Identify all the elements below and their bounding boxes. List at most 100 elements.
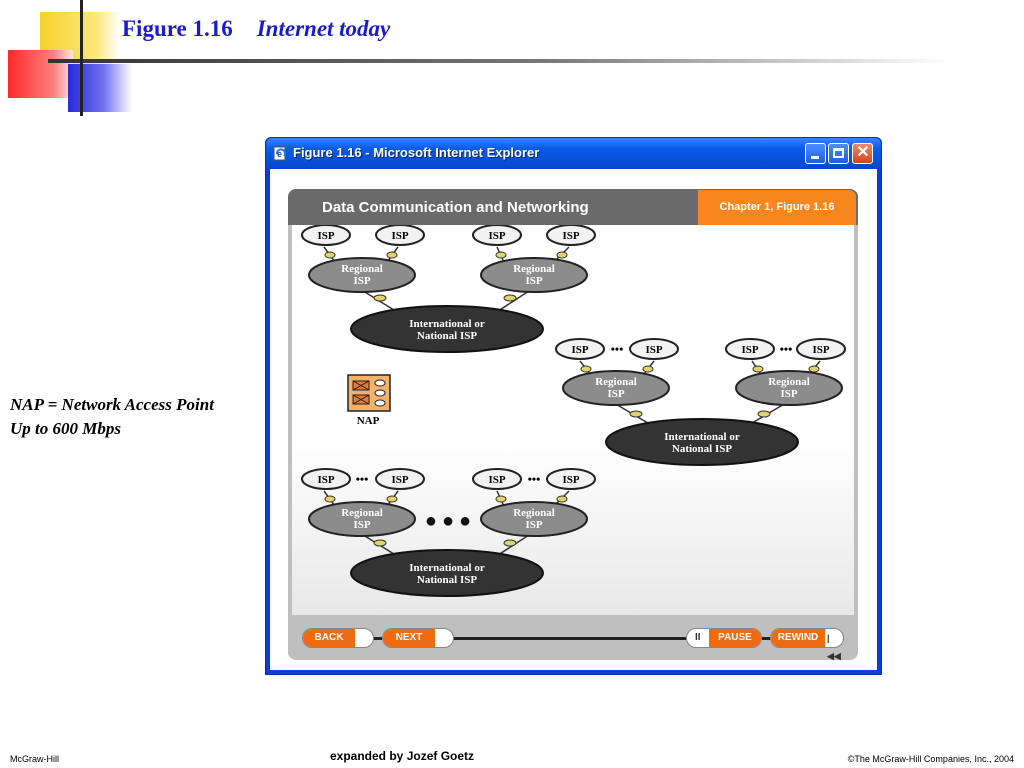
national-label-2: National ISP — [417, 330, 477, 342]
isp-node: ISP — [546, 225, 596, 246]
rewind-button[interactable]: REWIND |◀◀ — [770, 628, 844, 661]
pause-icon: II — [695, 632, 701, 643]
next-button-label: NEXT — [383, 629, 435, 647]
frame-header: Data Communication and Networking Chapte… — [288, 189, 858, 225]
progress-track — [304, 637, 844, 640]
regional-isp-node: Regional ISP — [308, 501, 416, 537]
maximize-button[interactable] — [828, 143, 849, 164]
back-button[interactable]: BACK — [302, 628, 374, 648]
isp-label: ISP — [812, 344, 829, 356]
maximize-icon — [833, 148, 844, 158]
regional-label-2: ISP — [525, 519, 542, 531]
nap-note: NAP = Network Access Point Up to 600 Mbp… — [10, 393, 214, 441]
decor-blue-square — [68, 64, 132, 112]
decor-red-square — [8, 50, 73, 98]
regional-label-1: Regional — [341, 263, 383, 275]
national-isp-node: International or National ISP — [350, 305, 544, 353]
regional-label-2: ISP — [353, 275, 370, 287]
national-label-1: International or — [409, 562, 485, 574]
isp-label: ISP — [317, 230, 334, 242]
isp-node: ISP — [301, 225, 351, 246]
isp-label: ISP — [317, 474, 334, 486]
isp-node: ISP — [546, 468, 596, 490]
frame-header-title: Data Communication and Networking — [322, 199, 589, 216]
footer-author: expanded by Jozef Goetz — [330, 749, 475, 763]
regional-label-2: ISP — [525, 275, 542, 287]
ellipsis-indicator: ••• — [611, 342, 624, 356]
regional-label-2: ISP — [353, 519, 370, 531]
footer-publisher: McGraw-Hill — [10, 754, 59, 764]
rewind-icon: |◀◀ — [827, 633, 841, 661]
isp-label: ISP — [562, 230, 579, 242]
isp-node: ISP — [472, 225, 522, 246]
isp-node: ISP — [472, 468, 522, 490]
national-label-1: International or — [664, 431, 740, 443]
pause-button[interactable]: II PAUSE — [686, 628, 762, 648]
animation-frame: Data Communication and Networking Chapte… — [288, 189, 858, 661]
regional-isp-node: Regional ISP — [308, 257, 416, 293]
isp-node: ISP — [555, 338, 605, 360]
isp-label: ISP — [488, 474, 505, 486]
nap-icon — [347, 374, 391, 412]
internet-diagram: ISP ISP ISP ISP — [292, 225, 854, 615]
figure-title: Internet today — [256, 16, 391, 41]
isp-node: ISP — [725, 338, 775, 360]
regional-isp-node: Regional ISP — [480, 501, 588, 537]
isp-node: ISP — [301, 468, 351, 490]
regional-label-1: Regional — [341, 507, 383, 519]
ellipsis-indicator: ••• — [356, 472, 369, 486]
pause-button-label: PAUSE — [709, 629, 761, 647]
internet-diagram-svg: ISP ISP ISP ISP — [301, 225, 846, 597]
isp-label: ISP — [645, 344, 662, 356]
regional-isp-node: Regional ISP — [735, 370, 843, 406]
regional-isp-node: Regional ISP — [562, 370, 670, 406]
minimize-button[interactable] — [805, 143, 826, 164]
nap-label: NAP — [357, 415, 380, 427]
isp-label: ISP — [741, 344, 758, 356]
isp-label: ISP — [562, 474, 579, 486]
isp-label: ISP — [391, 474, 408, 486]
national-label-2: National ISP — [417, 574, 477, 586]
isp-label: ISP — [391, 230, 408, 242]
window-title: Figure 1.16 - Microsoft Internet Explore… — [293, 145, 540, 160]
isp-node: ISP — [375, 225, 425, 246]
regional-label-1: Regional — [513, 263, 555, 275]
animation-controls: BACK NEXT II PAUSE REWIND |◀◀ — [288, 615, 858, 661]
connector-group-a — [323, 246, 570, 316]
next-button[interactable]: NEXT — [382, 628, 454, 648]
isp-node: ISP — [796, 338, 846, 360]
national-isp-node: International or National ISP — [605, 418, 799, 466]
more-networks-indicator: ● ● ● — [425, 510, 471, 532]
regional-isp-node: Regional ISP — [480, 257, 588, 293]
close-button[interactable]: ✕ — [852, 143, 873, 164]
regional-label-1: Regional — [595, 376, 637, 388]
ellipsis-indicator: ••• — [780, 342, 793, 356]
regional-label-1: Regional — [768, 376, 810, 388]
footer-copyright: ©The McGraw-Hill Companies, Inc., 2004 — [847, 754, 1014, 764]
close-icon: ✕ — [856, 144, 870, 161]
ie-page-icon: e — [273, 146, 286, 161]
svg-text:e: e — [277, 149, 282, 159]
nap-speed: Up to 600 Mbps — [10, 419, 121, 438]
browser-content: Data Communication and Networking Chapte… — [270, 169, 877, 670]
isp-node: ISP — [629, 338, 679, 360]
national-label-1: International or — [409, 318, 485, 330]
browser-window: e Figure 1.16 - Microsoft Internet Explo… — [265, 137, 882, 675]
back-button-label: BACK — [303, 629, 355, 647]
national-isp-node: International or National ISP — [350, 549, 544, 597]
slide-title: Figure 1.16 Internet today — [122, 16, 390, 42]
window-titlebar[interactable]: e Figure 1.16 - Microsoft Internet Explo… — [266, 138, 881, 168]
minimize-icon — [811, 156, 819, 159]
regional-label-2: ISP — [780, 388, 797, 400]
regional-label-2: ISP — [607, 388, 624, 400]
regional-label-1: Regional — [513, 507, 555, 519]
rewind-button-label: REWIND — [771, 629, 825, 647]
decor-vertical-line — [80, 0, 83, 116]
isp-label: ISP — [571, 344, 588, 356]
national-label-2: National ISP — [672, 443, 732, 455]
figure-label: Figure 1.16 — [122, 16, 233, 41]
decor-horizontal-line — [48, 59, 948, 63]
chapter-tag: Chapter 1, Figure 1.16 — [698, 190, 856, 225]
nap-definition: NAP = Network Access Point — [10, 395, 214, 414]
isp-node: ISP — [375, 468, 425, 490]
